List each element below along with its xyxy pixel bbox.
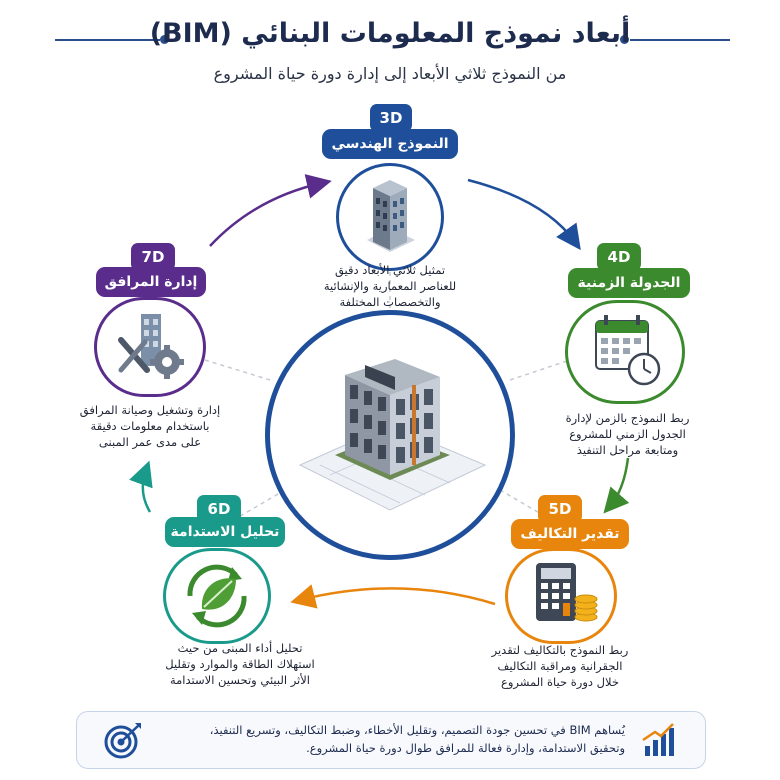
growth-chart-icon (642, 723, 674, 756)
badge-4d: 4D (597, 243, 641, 271)
label-7d: إدارة المرافق (96, 267, 206, 297)
arrow-5d-6d (290, 584, 496, 609)
stage-ring-5d (505, 548, 617, 644)
label-4d: الجدولة الزمنية (568, 268, 690, 298)
arrow-3d-4d (467, 178, 581, 251)
title-dot-right (620, 35, 629, 44)
tools-gear-icon (118, 314, 184, 379)
label-6d: تحليل الاستدامة (165, 517, 285, 547)
central-building-icon (298, 359, 487, 511)
badge-3d: 3D (370, 104, 412, 132)
summary-text: يُساهم BIM في تحسين جودة التصميم، وتقليل… (157, 721, 625, 757)
badge-5d: 5D (538, 495, 582, 523)
desc-4d: ربط النموذج بالزمن لإدارة الجدول الزمني … (540, 410, 715, 458)
desc-5d: ربط النموذج بالتكاليف لتقدير الجقرانية و… (470, 642, 650, 690)
central-model-ring (265, 310, 515, 560)
arrow-7d-3d (209, 174, 332, 247)
desc-3d-line-3: والتخصصات المختلفة (339, 295, 441, 309)
desc-6d: تحليل أداء المبنى من حيث استهلاك الطاقة … (140, 640, 340, 688)
stage-ring-4d (565, 300, 685, 404)
desc-4d-line-1: ربط النموذج بالزمن لإدارة (565, 411, 690, 425)
calendar-clock-icon (595, 315, 661, 386)
summary-line-2: وتحقيق الاستدامة، وإدارة فعالة للمرافق ط… (306, 741, 625, 755)
desc-5d-line-2: الجقرانية ومراقبة التكاليف (497, 659, 623, 673)
stage-ring-7d (94, 297, 206, 397)
desc-7d: إدارة وتشغيل وصيانة المرافق باستخدام معل… (60, 402, 240, 450)
desc-7d-line-2: باستخدام معلومات دقيقة (90, 419, 210, 433)
title-dot-left (160, 35, 169, 44)
target-icon (104, 723, 141, 759)
desc-7d-line-3: على مدى عمر المبنى (98, 435, 202, 449)
title-line-right (630, 39, 730, 41)
desc-6d-line-2: استهلاك الطاقة والموارد وتقليل (165, 657, 315, 671)
leaf-cycle-icon (187, 564, 247, 628)
calculator-coins-icon (536, 563, 598, 622)
desc-3d: تمثيل ثلاثي الأبعاد دقيق للعناصر المعمار… (305, 262, 475, 310)
desc-4d-line-2: الجدول الزمني للمشروع (569, 427, 686, 441)
arrow-4d-5d (603, 457, 630, 514)
desc-5d-line-3: خلال دورة حياة المشروع (500, 675, 620, 689)
page-title: أبعاد نموذج المعلومات البنائي (BIM) (149, 18, 631, 49)
badge-7d: 7D (131, 243, 175, 271)
label-5d: تقدير التكاليف (511, 519, 629, 549)
stage-ring-6d (163, 548, 271, 644)
desc-5d-line-1: ربط النموذج بالتكاليف لتقدير (491, 643, 629, 657)
desc-6d-line-1: تحليل أداء المبنى من حيث (177, 641, 303, 655)
page-subtitle: من النموذج ثلاثي الأبعاد إلى إدارة دورة … (213, 64, 567, 83)
desc-7d-line-1: إدارة وتشغيل وصيانة المرافق (79, 403, 221, 417)
desc-3d-line-2: للعناصر المعمارية والإنشائية (323, 279, 457, 293)
building-icon (367, 180, 415, 252)
desc-6d-line-3: الأثر البيئي وتحسين الاستدامة (169, 673, 311, 687)
desc-4d-line-3: ومتابعة مراحل التنفيذ (576, 443, 679, 457)
summary-line-1: يُساهم BIM في تحسين جودة التصميم، وتقليل… (209, 723, 625, 737)
desc-3d-line-1: تمثيل ثلاثي الأبعاد دقيق (334, 263, 446, 277)
arrow-6d-7d (129, 460, 153, 513)
label-3d: النموذج الهندسي (322, 129, 458, 159)
stage-ring-3d (336, 163, 444, 271)
title-line-left (55, 39, 160, 41)
summary-box: يُساهم BIM في تحسين جودة التصميم، وتقليل… (76, 711, 706, 769)
